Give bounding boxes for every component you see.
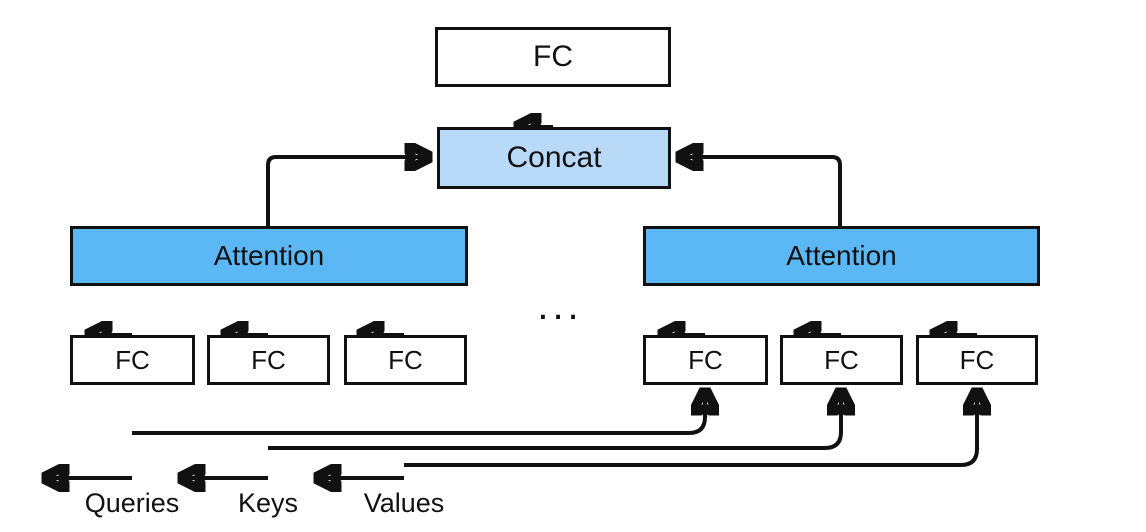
wire-values-to-right-fc: [404, 392, 977, 467]
output-fc-box[interactable]: FC: [435, 27, 671, 87]
right-fc-values-box[interactable]: FC: [916, 335, 1038, 385]
input-label-values: Values: [363, 488, 445, 518]
wire-left-attention-to-concat: [266, 157, 428, 226]
output-fc-label: FC: [533, 40, 573, 73]
input-label-keys: Keys: [237, 488, 299, 518]
wire-right-attention-to-concat: [680, 157, 842, 226]
right-attention-label: Attention: [786, 240, 897, 271]
left-fc-queries-box[interactable]: FC: [70, 335, 195, 385]
right-fc-queries-box[interactable]: FC: [643, 335, 768, 385]
input-label-queries: Queries: [84, 488, 180, 518]
concat-label: Concat: [506, 141, 602, 174]
left-fc-keys-box[interactable]: FC: [207, 335, 330, 385]
left-fc-values-box[interactable]: FC: [344, 335, 467, 385]
wire-keys-to-right-fc: [268, 392, 841, 450]
left-fc-keys-label: FC: [251, 345, 286, 375]
left-attention-label: Attention: [213, 240, 325, 271]
wire-queries-to-right-fc: [132, 392, 705, 435]
heads-ellipsis: ...: [537, 284, 583, 328]
left-attention-box[interactable]: Attention: [70, 226, 468, 286]
right-fc-keys-box[interactable]: FC: [780, 335, 903, 385]
right-fc-values-label: FC: [959, 345, 995, 375]
right-fc-queries-label: FC: [688, 345, 723, 375]
right-fc-keys-label: FC: [824, 345, 859, 375]
left-fc-queries-label: FC: [115, 345, 150, 375]
concat-box[interactable]: Concat: [437, 127, 671, 189]
left-fc-values-label: FC: [388, 345, 423, 375]
right-attention-box[interactable]: Attention: [643, 226, 1040, 286]
